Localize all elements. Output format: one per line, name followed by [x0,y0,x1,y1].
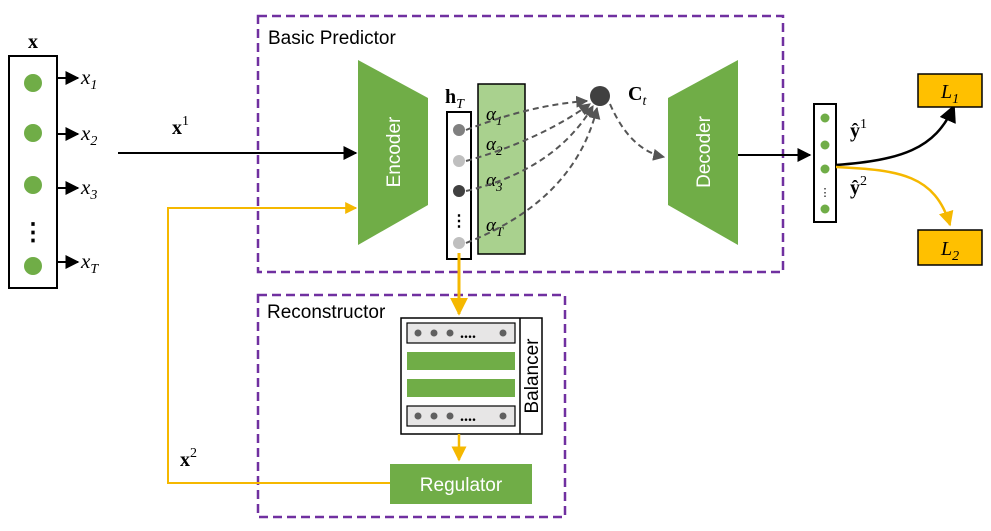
output-dot-1 [820,113,830,123]
reconstructor-box [256,293,567,519]
regulator-block [390,464,532,504]
hidden-dot-2 [453,155,465,167]
input-vector-box [8,55,58,289]
input-label-1: x1 [80,65,97,93]
x2-feedback-arrow [167,202,390,484]
attention-arrow-1 [465,95,589,131]
balancer-row-4-dot-4 [499,412,507,420]
output-vector-box [813,103,837,223]
balancer-row-1-ellipsis: .... [460,325,476,342]
y1-to-l1-arrow [835,104,956,167]
hidden-state-label: hT [445,86,465,112]
context-node [590,86,610,106]
balancer-label: Balancer [522,338,543,414]
attention-arrow-4 [465,106,601,244]
input-label-3: x3 [80,175,97,203]
context-label: Ct [628,83,647,109]
input-dot-4 [24,257,42,275]
hidden-dot-1 [453,124,465,136]
input-ellipsis: ⋮ [21,220,45,246]
attention-label-3: α3 [486,170,503,194]
balancer-row-1-dot-4 [499,329,507,337]
basic-predictor-box [256,14,785,274]
x2-label: x2 [180,446,197,471]
input-vector: x ⋮ x1 x2 x3 xT [8,31,99,289]
attention-label-1: α1 [486,104,502,128]
balancer-row-1-dot-1 [414,329,422,337]
loss-box-1 [917,73,983,108]
encoder-label: Encoder [384,116,405,187]
balancer-row-4-dot-1 [414,412,422,420]
reconstructor-title: Reconstructor [267,302,386,323]
attention-arrow-3 [465,104,594,192]
balancer-row-2 [407,352,515,370]
hidden-dot-3 [453,185,465,197]
balancer-row-3 [407,379,515,397]
input-label-2: x2 [80,121,97,149]
attention-arrow-2 [465,103,591,162]
context-to-decoder-arrow [609,103,666,161]
balancer-row-1-dot-2 [430,329,438,337]
input-dot-3 [24,176,42,194]
y2-to-l2-arrow [835,165,954,227]
input-dot-2 [24,124,42,142]
regulator-label: Regulator [420,475,503,496]
decoder-block [668,60,738,245]
hidden-ellipsis: ⋮ [451,213,467,230]
output-label-y2: ŷ2 [850,174,867,199]
encoder-block [358,60,428,245]
x1-label: x1 [172,114,189,139]
decoder-label: Decoder [694,115,715,187]
output-label-y1: ŷ1 [850,117,867,142]
loss-label-2: L2 [940,238,959,264]
balancer-row-1 [406,322,516,344]
balancer-row-1-dot-3 [446,329,454,337]
balancer-row-4-dot-3 [446,412,454,420]
attention-label-4: αT [486,215,504,239]
input-vector-label: x [28,31,38,53]
output-dot-4 [820,204,830,214]
balancer-row-4-dot-2 [430,412,438,420]
hidden-dot-4 [453,237,465,249]
loss-label-1: L1 [940,81,959,107]
output-ellipsis: ⋮ [820,187,831,199]
balancer-row-4-ellipsis: .... [460,408,476,425]
output-dot-2 [820,140,830,150]
output-dot-3 [820,164,830,174]
balancer-row-4 [406,405,516,427]
basic-predictor-title: Basic Predictor [268,28,396,49]
input-label-4: xT [80,249,99,277]
loss-box-2 [917,229,983,266]
input-dot-1 [24,74,42,92]
